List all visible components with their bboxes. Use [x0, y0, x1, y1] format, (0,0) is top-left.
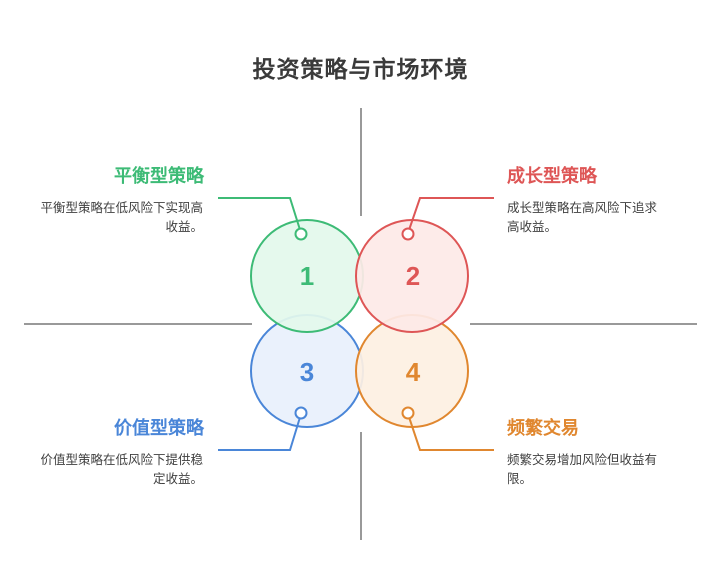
connector-dot-1: [294, 227, 308, 241]
quadrant-3-description: 价值型策略在低风险下提供稳定收益。: [40, 452, 203, 486]
quadrant-2-description: 成长型策略在高风险下追求高收益。: [507, 200, 658, 234]
circle-number-2: 2: [405, 261, 421, 291]
connector-1: [218, 197, 302, 234]
connector-dot-4: [401, 406, 415, 420]
connector-dot-3: [294, 406, 308, 420]
quadrant-1-title: 平衡型策略: [114, 166, 204, 187]
quadrant-4-description: 频繁交易增加风险但收益有限。: [507, 452, 658, 486]
circle-number-4: 4: [405, 357, 421, 387]
quadrant-1-description: 平衡型策略在低风险下实现高收益。: [40, 200, 203, 234]
connector-3: [218, 413, 302, 451]
diagram-title: 投资策略与市场环境: [252, 57, 469, 83]
connector-dot-2: [401, 227, 415, 241]
quadrant-2-title: 成长型策略: [507, 166, 597, 187]
quadrant-3-title: 价值型策略: [114, 418, 204, 439]
connector-4: [407, 413, 494, 451]
circle-number-1: 1: [299, 261, 315, 291]
quadrant-4-title: 频繁交易: [507, 418, 579, 439]
circle-number-3: 3: [299, 357, 315, 387]
connector-2: [407, 197, 494, 234]
